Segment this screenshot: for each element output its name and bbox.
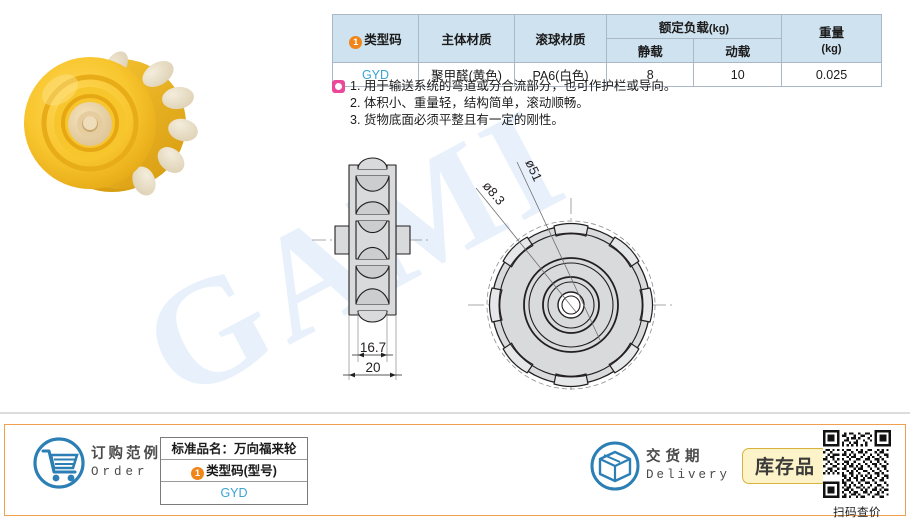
note-item: 3. 货物底面必须平整且有一定的刚性。 [332,112,762,129]
delivery-label-en: Delivery [646,468,731,482]
note-text: 3. 货物底面必须平整且有一定的刚性。 [350,113,564,127]
dim-label-inner-width: 16.7 [360,340,386,355]
cell-body-material: 聚甲醛(黄色) [418,62,515,87]
order-type-code-badge: 1 [191,467,205,480]
wheel-illustration [24,51,198,196]
header-body-material: 主体材质 [418,14,515,63]
order-label-en: Order [91,465,149,479]
qr-code-caption: 扫码查价 [833,507,881,519]
note-bullet-icon [332,80,345,93]
delivery-block: 交货期 Delivery 库存品 [590,441,829,491]
dim-label-bore-diameter: ø8.3 [480,178,508,208]
delivery-label-cn: 交货期 [646,449,705,465]
note-item: 1. 用于输送系统的弯道或分合流部分，也可作护栏或导向。 [332,78,762,95]
delivery-label: 交货期 Delivery [646,448,730,484]
order-label-cn: 订购范例 [91,446,161,462]
order-standard-name: 标准品名：万向福来轮 [161,438,307,460]
order-label: 订购范例 Order [91,445,161,481]
note-text: 1. 用于输送系统的弯道或分合流部分，也可作护栏或导向。 [350,79,677,93]
cell-ball-material: PA6(白色) [514,62,607,87]
cell-dynamic-load: 10 [693,62,782,87]
order-type-code-value: GYD [220,486,248,500]
header-weight: 重量(kg) [781,14,882,63]
qr-code-icon[interactable] [823,430,891,498]
main-content-area [0,412,910,414]
header-dynamic-load: 动载 [693,38,782,63]
package-box-icon [590,441,640,491]
side-view-drawing [312,157,432,380]
note-item: 2. 体积小、重量轻，结构简单，滚动顺畅。 [332,95,762,112]
product-photo [8,38,213,203]
header-rated-load: 额定负载(kg) [606,14,782,39]
order-example-block: 订购范例 Order [33,437,161,489]
technical-drawings: 16.7 20 ø51 ø8.3 [300,140,680,390]
dim-label-outer-width: 20 [365,360,380,375]
header-static-load: 静载 [605,38,695,63]
cell-weight: 0.025 [781,62,882,87]
cell-type-code: GYD [332,62,419,87]
stock-status-badge: 库存品 [742,448,829,484]
table-row: GYD 聚甲醛(黄色) PA6(白色) 8 10 0.025 [332,62,882,87]
dim-label-outer-diameter: ø51 [522,157,545,184]
header-ball-material: 滚球材质 [514,14,607,63]
drawings-svg: 16.7 20 ø51 ø8.3 [312,157,672,390]
cell-static-load: 8 [605,62,695,87]
qr-code-block[interactable]: 扫码查价 [820,430,894,520]
note-text: 2. 体积小、重量轻，结构简单，滚动顺畅。 [350,96,589,110]
front-view-drawing [468,161,672,390]
type-code-badge: 1 [349,35,363,49]
notes-list: 1. 用于输送系统的弯道或分合流部分，也可作护栏或导向。 2. 体积小、重量轻，… [332,78,762,129]
shopping-cart-icon [33,437,85,489]
